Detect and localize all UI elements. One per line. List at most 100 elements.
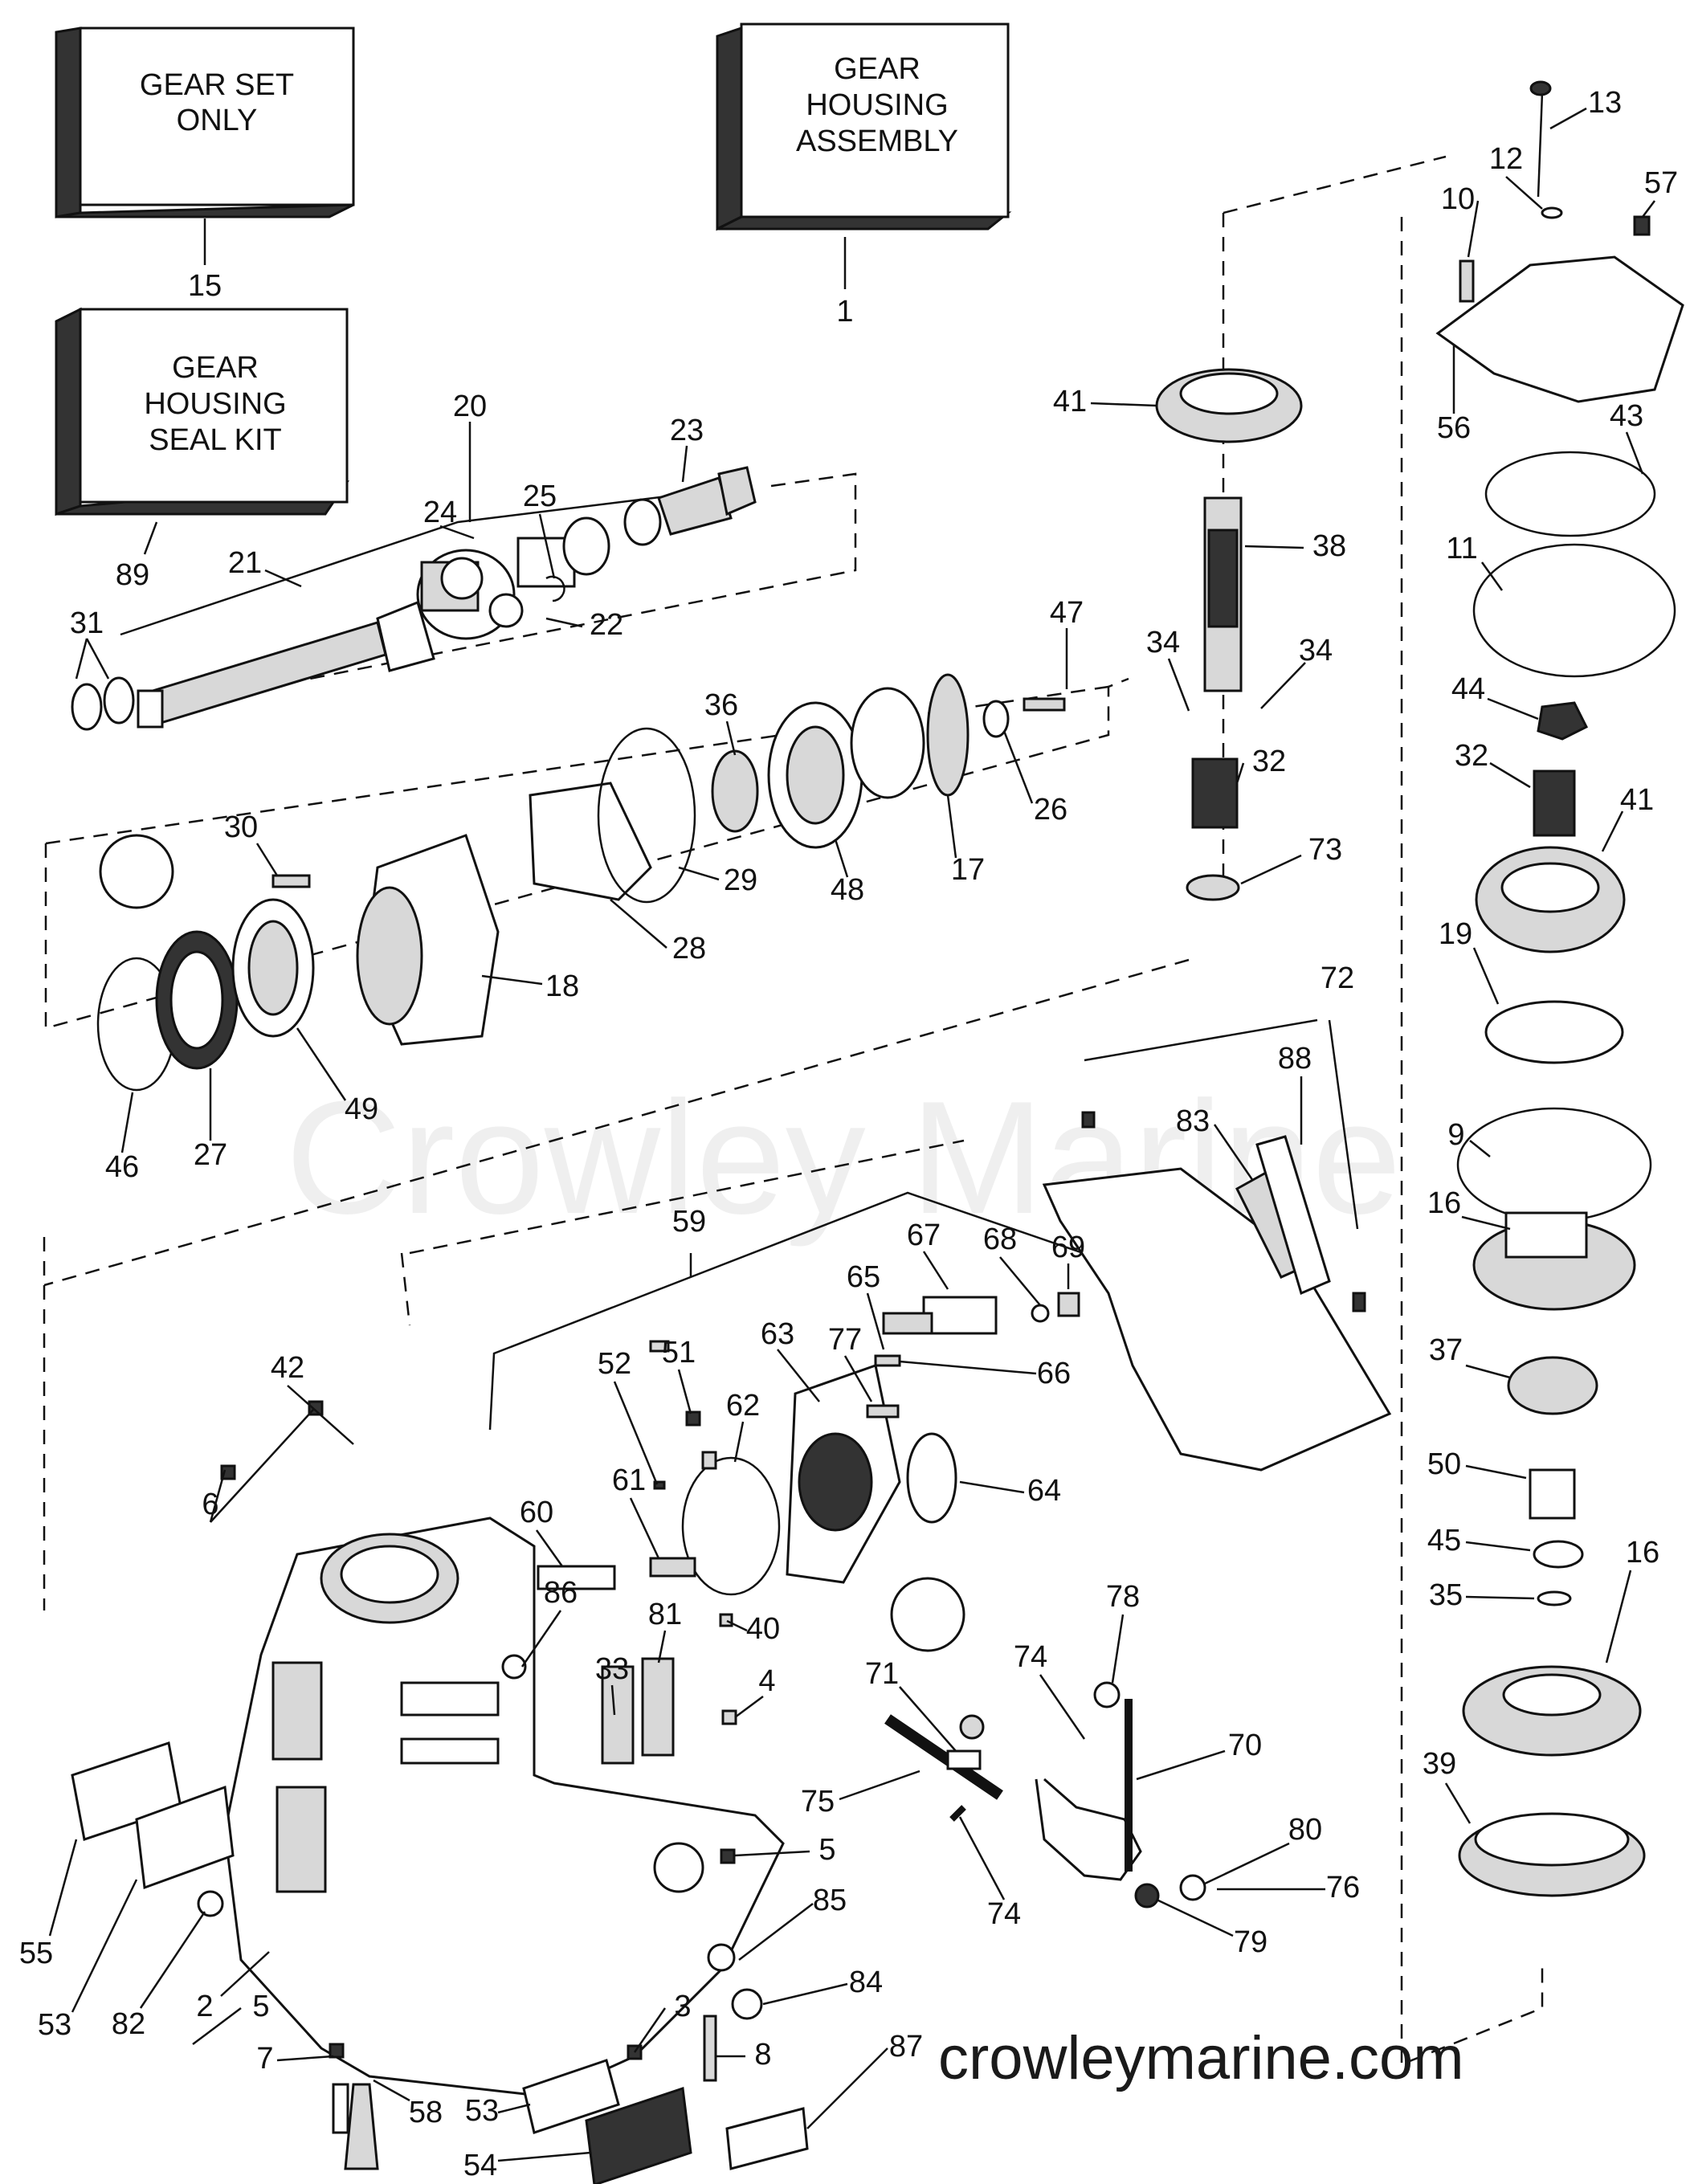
callout-83: 83: [1176, 1104, 1210, 1138]
callout-17: 17: [951, 853, 985, 887]
callout-50: 50: [1427, 1447, 1461, 1481]
kit-box-gear-housing-assembly: GEAR HOUSING ASSEMBLY: [716, 22, 1012, 231]
callout-88: 88: [1278, 1042, 1312, 1076]
callout-25: 25: [523, 480, 557, 513]
o-ring-31b: [103, 676, 135, 725]
retaining-ring-25: [545, 575, 565, 602]
plate-53b: [522, 2059, 620, 2134]
right-column-group: [1435, 80, 1684, 1897]
callout-2: 2: [196, 1990, 213, 2023]
callout-69: 69: [1051, 1231, 1085, 1264]
callout-48: 48: [831, 873, 864, 907]
callout-86: 86: [544, 1576, 578, 1610]
plate-87: [725, 2107, 809, 2170]
plate-54: [585, 2086, 692, 2184]
callout-43: 43: [1610, 399, 1643, 433]
callout-64: 64: [1027, 1474, 1061, 1508]
callout-54: 54: [463, 2149, 497, 2182]
plate-88: [1255, 1135, 1331, 1296]
callout-27: 27: [194, 1138, 227, 1172]
callout-65: 65: [847, 1260, 880, 1294]
callout-84: 84: [849, 1966, 883, 1999]
callout-68: 68: [983, 1223, 1017, 1256]
callout-8: 8: [754, 2038, 771, 2072]
callout-58: 58: [409, 2096, 443, 2129]
callout-70: 70: [1228, 1729, 1262, 1762]
callout-82: 82: [112, 2007, 145, 2041]
o-ring-31a: [71, 683, 103, 731]
callout-47: 47: [1050, 596, 1084, 630]
callout-71: 71: [865, 1657, 899, 1691]
site-url: crowleymarine.com: [938, 2024, 1464, 2092]
callout-16: 16: [1427, 1186, 1461, 1220]
callout-40: 40: [746, 1612, 780, 1646]
callout-53b: 53: [465, 2094, 499, 2128]
callout-72: 72: [1321, 961, 1354, 995]
callout-44: 44: [1451, 672, 1485, 706]
callout-79: 79: [1234, 1925, 1268, 1959]
bearing-housing-group: [96, 673, 1066, 1092]
sealant-icon: [890, 1577, 965, 1652]
plate-53a: [135, 1785, 235, 1890]
callout-62: 62: [726, 1389, 760, 1423]
callout-66: 66: [1037, 1357, 1071, 1390]
callout-77: 77: [828, 1323, 862, 1357]
callout-32b: 32: [1455, 739, 1488, 773]
callout-57: 57: [1644, 166, 1678, 200]
kit-box-gear-housing-seal-kit: GEAR HOUSING SEAL KIT: [55, 307, 350, 516]
shift-assembly-group: [378, 1292, 1080, 1745]
callout-18: 18: [545, 970, 579, 1003]
callout-4: 4: [758, 1664, 775, 1698]
callout-78: 78: [1106, 1580, 1140, 1614]
callout-21: 21: [228, 546, 262, 580]
callout-23: 23: [670, 414, 704, 447]
kit-box-line: HOUSING: [144, 387, 286, 421]
callout-81: 81: [648, 1598, 682, 1631]
callout-9: 9: [1447, 1118, 1464, 1152]
callout-32: 32: [1252, 745, 1286, 778]
callout-55: 55: [19, 1937, 53, 1970]
callout-39: 39: [1423, 1747, 1456, 1781]
callout-74b: 74: [987, 1897, 1021, 1931]
callout-52: 52: [598, 1347, 631, 1381]
callout-37: 37: [1429, 1333, 1463, 1367]
callout-59: 59: [672, 1205, 706, 1239]
kit-box-line: ASSEMBLY: [796, 125, 958, 158]
callout-22: 22: [590, 608, 623, 642]
callout-67: 67: [907, 1219, 941, 1252]
kit-box-gear-set-only: GEAR SET ONLY: [55, 27, 355, 218]
callout-13: 13: [1588, 86, 1622, 120]
callout-87: 87: [889, 2030, 923, 2064]
callout-74: 74: [1014, 1640, 1047, 1674]
driveshaft-vertical-group: [1155, 368, 1303, 901]
callout-labels: 2 3 4 5 5 6 7 8 9 10 11 12 13 16 16 17 1…: [19, 86, 1678, 2182]
callout-73: 73: [1308, 833, 1342, 867]
callout-76: 76: [1326, 1871, 1360, 1904]
callout-20: 20: [453, 390, 487, 423]
leader-lines: [48, 107, 1655, 2162]
callout-49: 49: [345, 1092, 378, 1126]
kit-box-line: GEAR SET: [140, 68, 294, 102]
callout-29: 29: [724, 863, 757, 897]
callout-89: 89: [116, 558, 149, 592]
callout-16b: 16: [1626, 1536, 1659, 1570]
callout-33: 33: [595, 1652, 629, 1686]
callout-35: 35: [1429, 1578, 1463, 1612]
callout-38: 38: [1312, 529, 1346, 563]
callout-63: 63: [761, 1317, 794, 1351]
callout-3: 3: [674, 1990, 691, 2023]
callout-61: 61: [612, 1463, 646, 1497]
callout-5b: 5: [252, 1990, 269, 2023]
callout-6: 6: [202, 1488, 218, 1521]
callout-1: 1: [836, 295, 853, 329]
callout-75: 75: [801, 1785, 835, 1819]
callout-56: 56: [1437, 411, 1471, 445]
sealant-icon: [99, 834, 174, 909]
kit-box-line: HOUSING: [806, 88, 948, 122]
callout-42: 42: [271, 1351, 304, 1385]
callout-60: 60: [520, 1496, 553, 1529]
callout-46: 46: [105, 1150, 139, 1184]
callout-19: 19: [1439, 917, 1472, 951]
